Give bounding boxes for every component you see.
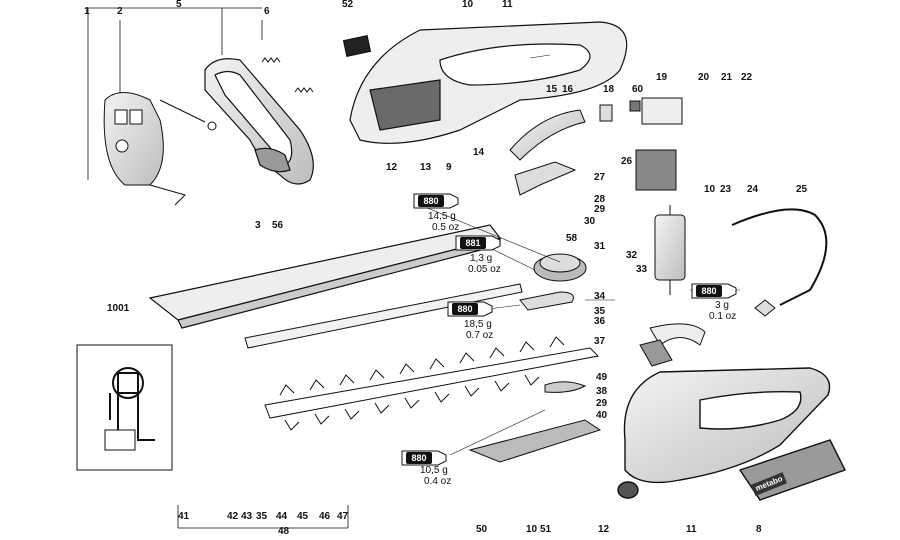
part-number: 45: [297, 511, 309, 522]
part-number: 43: [241, 511, 253, 522]
part-number: 20: [698, 72, 710, 83]
part-number: 35: [594, 306, 606, 317]
part-number: 22: [741, 72, 753, 83]
slide-rail: [244, 283, 523, 349]
lubricant-tube: 880: [412, 193, 460, 209]
wiring-diagram: [76, 344, 173, 471]
part-number: 42: [227, 511, 239, 522]
part-number: 60: [632, 84, 644, 95]
lubricant-amount: 10,5 g: [420, 465, 448, 476]
part-number: 23: [720, 184, 732, 195]
part-number: 16: [562, 84, 574, 95]
part-number: 5: [176, 0, 182, 10]
part-number: 47: [337, 511, 349, 522]
stator-field: [635, 149, 677, 191]
part-number: 41: [178, 511, 190, 522]
part-number: 13: [420, 162, 432, 173]
lubricant-amount: 1,3 g: [470, 253, 493, 264]
lubricant-amount-oz: 0.5 oz: [432, 222, 460, 233]
part-number: 29: [594, 204, 606, 215]
part-number: 10: [462, 0, 474, 10]
armature: [654, 205, 686, 295]
spring-part: [261, 57, 281, 63]
part-number: 12: [386, 162, 398, 173]
part-number: 46: [319, 511, 331, 522]
front-handle: [204, 58, 314, 185]
main-housing: [617, 367, 846, 501]
part-number: 11: [686, 524, 697, 535]
part-number: 35: [256, 511, 268, 522]
part-number: 15: [546, 84, 558, 95]
gear: [533, 253, 587, 282]
lubricant-tube: 880: [446, 301, 494, 317]
part-number: 27: [594, 172, 606, 183]
part-number: 31: [594, 241, 606, 252]
part-number: 28: [594, 194, 606, 205]
part-number: 29: [596, 398, 608, 409]
part-number: 9: [446, 162, 452, 173]
bearing-bracket: [649, 323, 706, 346]
part-number: 11: [502, 0, 513, 10]
power-cable: [731, 208, 828, 306]
part-number: 51: [540, 524, 552, 535]
handle-cover: [509, 109, 586, 161]
part-number: 58: [566, 233, 578, 244]
bracket: [514, 161, 577, 196]
lubricant-amount: 18,5 g: [464, 319, 492, 330]
part-number: 12: [598, 524, 610, 535]
lubricant-amount-oz: 0.05 oz: [468, 264, 501, 275]
spring-part: [294, 87, 314, 93]
part-number: 1: [84, 6, 90, 17]
part-number: 18: [603, 84, 615, 95]
part-number: 25: [796, 184, 808, 195]
part-number: 40: [596, 410, 608, 421]
switch: [641, 97, 683, 125]
part-number: 56: [272, 220, 284, 231]
part-number: 50: [476, 524, 488, 535]
part-number: 37: [594, 336, 606, 347]
part-number: 26: [621, 156, 633, 167]
part-number: 49: [596, 372, 608, 383]
drive-plate: [544, 381, 587, 393]
lubricant-amount-oz: 0.7 oz: [466, 330, 494, 341]
part-number: 2: [117, 6, 123, 17]
part-number: 8: [756, 524, 762, 535]
part-number: 38: [596, 386, 608, 397]
housing-half: [342, 21, 628, 144]
part-number: 6: [264, 6, 270, 17]
part-number: 3: [255, 220, 261, 231]
part-number: 34: [594, 291, 606, 302]
lubricant-tube: 880: [400, 450, 448, 466]
bolt-part: [159, 99, 217, 131]
lubricant-amount: 3 g: [715, 300, 729, 311]
crank-plate: [519, 291, 574, 311]
lubricant-tube: 881: [454, 235, 502, 251]
part-number: 44: [276, 511, 288, 522]
part-number: 36: [594, 316, 606, 327]
part-number: 10: [704, 184, 716, 195]
part-number: 33: [636, 264, 648, 275]
part-number: 10: [526, 524, 538, 535]
part-number: 32: [626, 250, 638, 261]
part-number: 14: [473, 147, 485, 158]
plug: [754, 299, 776, 317]
part-number: 48: [278, 526, 290, 537]
cutter-blade: [264, 336, 600, 431]
part-number: 21: [721, 72, 733, 83]
lubricant-amount-oz: 0.4 oz: [424, 476, 452, 487]
lubricant-tube: 880: [690, 283, 738, 299]
lubricant-amount-oz: 0.1 oz: [709, 311, 737, 322]
gear-cover: [468, 419, 602, 463]
part-number: 19: [656, 72, 668, 83]
part-number: 30: [584, 216, 596, 227]
part-number: 24: [747, 184, 759, 195]
part-number: 1001: [107, 303, 130, 314]
side-cover: [103, 92, 186, 206]
part-number: 52: [342, 0, 354, 10]
lubricant-amount: 14,5 g: [428, 211, 456, 222]
